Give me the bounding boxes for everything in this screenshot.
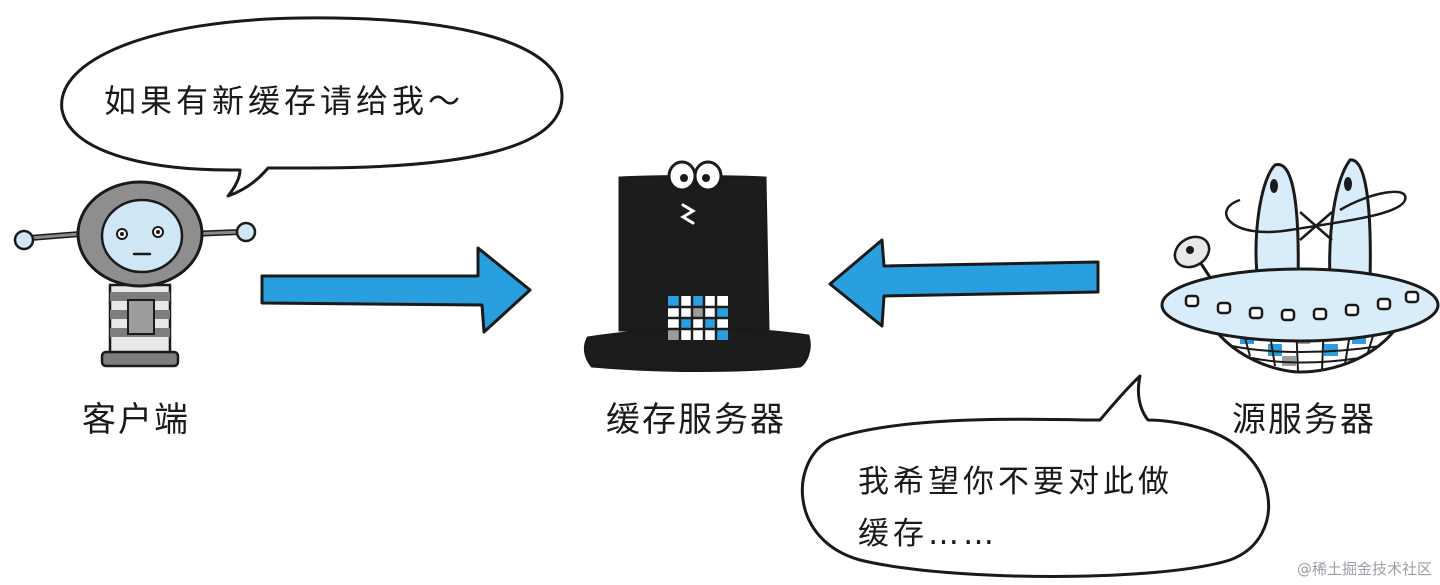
client-label: 客户端 — [82, 400, 190, 440]
arrow-origin-to-cache — [828, 238, 1100, 328]
client-speech-bubble — [60, 16, 564, 198]
robot-icon — [13, 180, 257, 368]
satellite-dish-icon — [1173, 235, 1217, 286]
client-bubble-text: 如果有新缓存请给我～ — [104, 82, 465, 120]
origin-server-label: 源服务器 — [1232, 400, 1376, 440]
ufo-server-icon — [1160, 158, 1440, 374]
origin-speech-bubble — [800, 374, 1271, 578]
cache-grid-window — [668, 296, 728, 340]
top-hat-server-icon — [583, 160, 811, 372]
arrow-client-to-cache — [260, 246, 532, 334]
cache-server-label: 缓存服务器 — [606, 400, 786, 440]
watermark: @稀土掘金技术社区 — [1296, 560, 1432, 578]
origin-bubble-text-line1: 我希望你不要对此做 — [858, 464, 1173, 500]
origin-bubble-text-line2: 缓存…… — [858, 516, 998, 552]
